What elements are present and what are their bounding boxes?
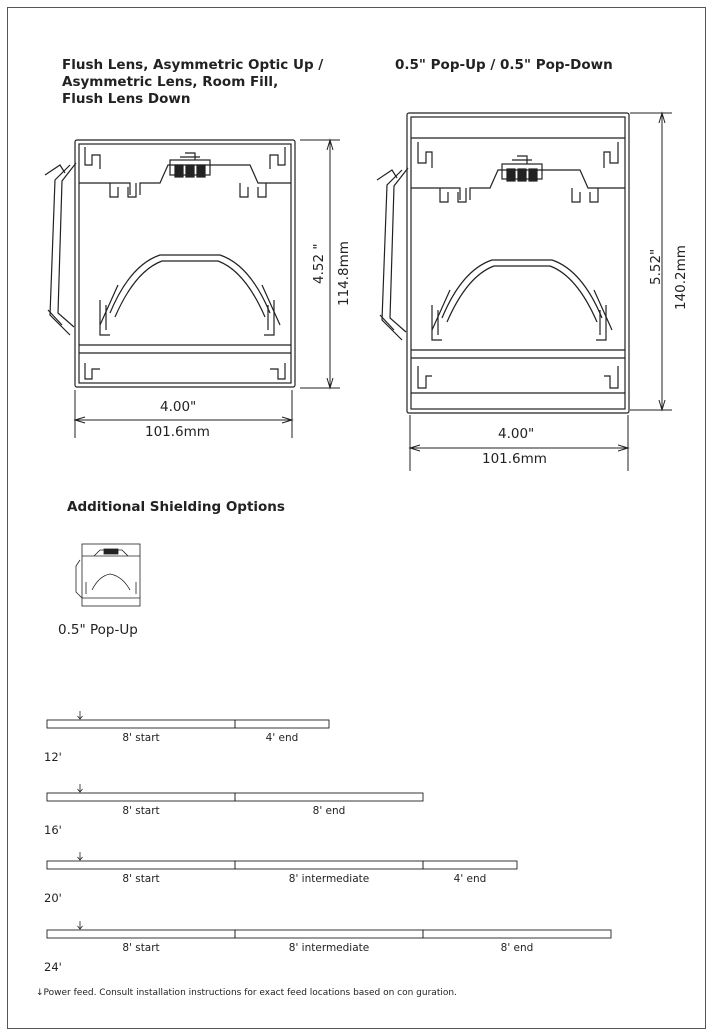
run-2-feed-arrow-icon [77,852,83,861]
run-2-segment-1 [234,860,424,870]
run-1-length-label: 16' [44,823,62,837]
left-profile-drawing [44,139,296,388]
run-3-segment-1 [234,929,424,939]
run-0-segment-1 [234,719,330,729]
run-3-segment-0 [46,929,236,939]
run-0-segment-0-label: 8' start [122,732,160,744]
footnote-text: Power feed. Consult installation instruc… [43,988,457,998]
run-1-segment-1-label: 8' end [312,805,346,817]
run-0-segment-0 [46,719,236,729]
left-title-line-3: Flush Lens Down [62,91,191,107]
shielding-thumbnail [75,543,141,607]
shielding-option-label: 0.5" Pop-Up [58,622,138,638]
left-title-line-1: Flush Lens, Asymmetric Optic Up / [62,57,324,73]
run-1-segment-0-label: 8' start [122,805,160,817]
left-title-line-2: Asymmetric Lens, Room Fill, [62,74,279,90]
footnote: ↓Power feed. Consult installation instru… [36,988,457,998]
run-0-segment-1-label: 4' end [265,732,299,744]
run-0-length-label: 12' [44,750,62,764]
run-2-length-label: 20' [44,891,62,905]
run-1-segment-0 [46,792,236,802]
run-3-segment-2 [422,929,612,939]
right-width-mm: 101.6mm [482,451,547,467]
run-1-feed-arrow-icon [77,784,83,793]
left-width-dimension [73,390,294,438]
right-profile-drawing [376,112,630,414]
run-3-segment-2-label: 8' end [500,942,534,954]
run-3-feed-arrow-icon [77,921,83,930]
right-height-dimension [630,111,672,412]
run-3-length-label: 24' [44,960,62,974]
run-2-segment-0-label: 8' start [122,873,160,885]
left-figure-title: Flush Lens, Asymmetric Optic Up / Asymme… [62,57,323,108]
power-feed-icon: ↓ [36,988,44,998]
run-0-feed-arrow-icon [77,711,83,720]
shielding-title: Additional Shielding Options [67,499,285,515]
right-figure-title: 0.5" Pop-Up / 0.5" Pop-Down [395,57,613,73]
run-3-segment-1-label: 8' intermediate [288,942,370,954]
left-width-inches: 4.00" [160,399,197,415]
run-2-segment-2-label: 4' end [453,873,487,885]
right-width-inches: 4.00" [498,426,535,442]
left-width-mm: 101.6mm [145,424,210,440]
run-3-segment-0-label: 8' start [122,942,160,954]
left-height-dimension [300,138,340,390]
run-2-segment-1-label: 8' intermediate [288,873,370,885]
right-width-dimension [408,415,630,471]
run-1-segment-1 [234,792,424,802]
run-2-segment-0 [46,860,236,870]
page-frame [7,7,706,1029]
run-2-segment-2 [422,860,518,870]
